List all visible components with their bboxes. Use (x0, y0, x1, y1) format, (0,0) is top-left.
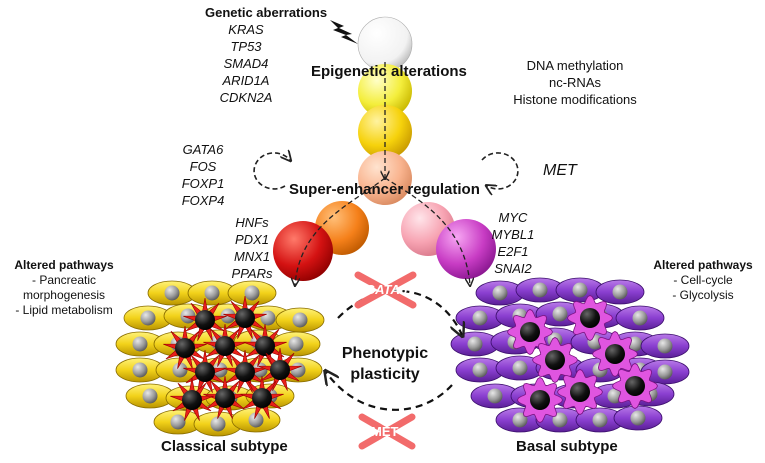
classical-cell (187, 280, 237, 306)
classical-pathway-2: morphogenesis (22, 288, 106, 302)
basal-flower-cell (532, 337, 578, 383)
factor-fos: FOS (189, 159, 217, 174)
flow-arrow-basal (384, 177, 470, 285)
met-mark-label: MET (371, 424, 399, 439)
driver-ppars: PPARs (231, 266, 273, 281)
classical-star-cell (243, 323, 287, 367)
driver-myc: MYC (498, 210, 528, 225)
sphere-red (273, 221, 333, 281)
classical-star-cell (203, 323, 247, 367)
basal-pathway-2: - Glycolysis (672, 288, 734, 302)
basal-cell (615, 305, 665, 331)
epigenetic-alterations-title: Epigenetic alterations (311, 63, 467, 80)
loop-arrow-right (481, 152, 519, 189)
classical-star-cell (163, 325, 207, 369)
driver-pdx1: PDX1 (235, 232, 269, 247)
classical-star-cell (223, 349, 267, 393)
classical-cell (193, 411, 243, 437)
plasticity-arrow-bottom (326, 372, 453, 411)
mechanism-histone: Histone modifications (513, 92, 637, 107)
basal-flower-cell (567, 295, 613, 341)
gata6-cross (354, 271, 417, 309)
classical-cell (153, 409, 203, 435)
classical-cell (115, 357, 165, 383)
gene-tp53: TP53 (230, 39, 262, 54)
sphere-yellow (358, 105, 412, 159)
driver-hnfs: HNFs (235, 215, 269, 230)
classical-subtype-label: Classical subtype (161, 438, 288, 455)
classical-tissue (115, 280, 325, 437)
classical-star-cell (170, 377, 214, 421)
genetic-gene-list: KRAS TP53 SMAD4 ARID1A CDKN2A (216, 21, 276, 106)
epigenetic-mechanism-list: DNA methylation nc-RNAs Histone modifica… (500, 57, 650, 108)
basal-tissue (450, 277, 690, 433)
genetic-aberrations-title: Genetic aberrations (205, 5, 328, 20)
driver-mnx1: MNX1 (233, 249, 271, 264)
met-cross (358, 413, 416, 450)
plasticity-label: Phenotypic plasticity (335, 343, 435, 385)
mechanism-nc-rnas: nc-RNAs (548, 75, 601, 90)
basal-pathways: Altered pathways - Cell-cycle - Glycolys… (645, 258, 761, 303)
classical-cell (147, 280, 197, 306)
classical-star-cell (183, 297, 227, 341)
classical-star-cell (240, 375, 284, 419)
classical-star-cell (203, 375, 247, 419)
factor-foxp1: FOXP1 (181, 176, 225, 191)
classical-driver-list: HNFs PDX1 MNX1 PPARs (228, 214, 276, 282)
gata6-mark-label: GATA6 (365, 282, 408, 297)
basal-flower-cell (557, 369, 603, 415)
basal-subtype-label: Basal subtype (516, 438, 618, 455)
basal-cell (575, 407, 625, 433)
classical-pathway-1: - Pancreatic (31, 273, 97, 287)
classical-cell (125, 383, 175, 409)
basal-cell (640, 359, 690, 385)
classical-cell (115, 331, 165, 357)
basal-pathways-title: Altered pathways (653, 258, 753, 272)
classical-cell (123, 305, 173, 331)
gene-kras: KRAS (228, 22, 264, 37)
gene-cdkn2a: CDKN2A (219, 90, 273, 105)
lightning-icon (330, 20, 358, 44)
driver-mybl1: MYBL1 (491, 227, 535, 242)
basal-pathway-1: - Cell-cycle (673, 273, 733, 287)
basal-cell (595, 279, 645, 305)
basal-cell (613, 405, 663, 431)
super-enhancer-left-factors: GATA6 FOS FOXP1 FOXP4 (177, 141, 229, 209)
basal-flower-cell (612, 363, 658, 409)
driver-e2f1: E2F1 (497, 244, 529, 259)
factor-gata6: GATA6 (182, 142, 224, 157)
met-factor: MET (543, 162, 577, 179)
classical-star-cell (223, 295, 267, 339)
basal-cell (495, 355, 545, 381)
basal-cell (515, 277, 565, 303)
classical-pathway-3: - Lipid metabolism (15, 303, 113, 317)
classical-pathways-title: Altered pathways (14, 258, 114, 272)
plasticity-line-1: Phenotypic (341, 345, 429, 362)
sphere-magenta (436, 219, 496, 279)
factor-foxp4: FOXP4 (181, 193, 225, 208)
classical-pathways: Altered pathways - Pancreatic morphogene… (4, 258, 124, 318)
basal-cell (640, 333, 690, 359)
mechanism-dna-methylation: DNA methylation (526, 58, 624, 73)
basal-driver-list: MYC MYBL1 E2F1 SNAI2 (488, 209, 538, 277)
basal-cell (475, 280, 525, 306)
super-enhancer-title: Super-enhancer regulation (289, 181, 480, 198)
basal-cell (470, 383, 520, 409)
gene-smad4: SMAD4 (223, 56, 269, 71)
plasticity-arrow-top (337, 289, 462, 335)
basal-flower-cell (592, 331, 638, 377)
gene-arid1a: ARID1A (222, 73, 270, 88)
classical-star-cell (258, 347, 302, 391)
driver-snai2: SNAI2 (494, 261, 532, 276)
classical-cell (227, 280, 277, 306)
plasticity-line-2: plasticity (350, 366, 420, 383)
classical-star-cell (183, 349, 227, 393)
basal-cell (455, 357, 505, 383)
classical-cell (275, 307, 325, 333)
loop-arrow-left (253, 153, 290, 190)
basal-flower-cell (517, 377, 563, 423)
